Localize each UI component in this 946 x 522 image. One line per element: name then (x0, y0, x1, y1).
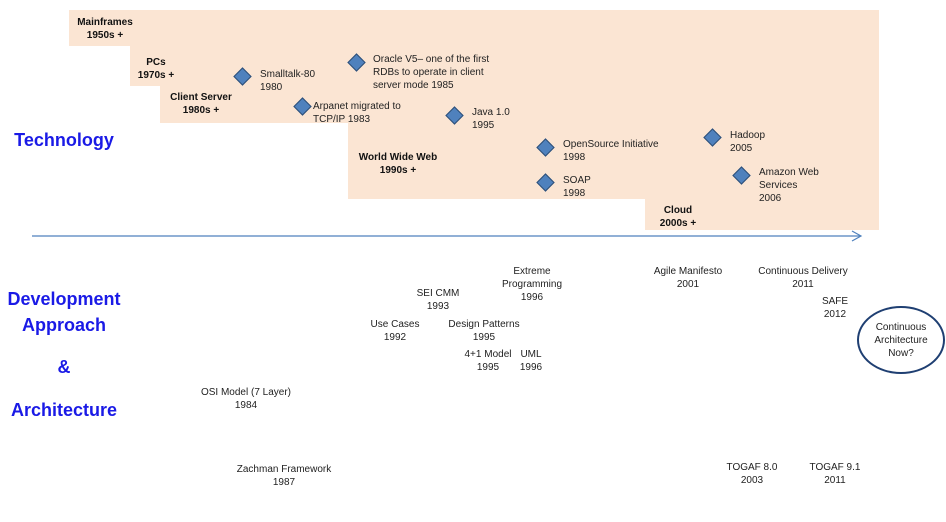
event-line: Smalltalk-80 (260, 69, 316, 80)
era-band-client-server (160, 86, 879, 123)
milestone-line: SEI CMM (416, 288, 460, 299)
callout-line: Now? (888, 347, 914, 359)
era-period: 1950s + (86, 30, 124, 41)
era-name: Cloud (663, 205, 693, 216)
milestone-use-cases: Use Cases 1992 (366, 318, 424, 344)
event-line: 1980 (260, 82, 283, 93)
approach-heading: Approach (21, 315, 106, 335)
milestone-line: Zachman Framework (236, 464, 332, 475)
milestone-togaf-8: TOGAF 8.0 2003 (720, 461, 784, 487)
callout-line: Continuous (875, 321, 927, 333)
milestone-line: 1996 (520, 292, 544, 303)
era-band-cloud (645, 199, 879, 230)
milestone-safe: SAFE 2012 (814, 295, 856, 321)
event-line: 1998 (563, 188, 586, 199)
event-line: TCP/IP 1983 (313, 114, 371, 125)
milestone-line: OSI Model (7 Layer) (200, 387, 292, 398)
tech-event-opensource: OpenSource Initiative 1998 (563, 138, 659, 164)
milestone-line: 4+1 Model (464, 349, 512, 360)
tech-event-hadoop: Hadoop 2005 (730, 129, 765, 155)
era-label-world-wide-web: World Wide Web 1990s + (352, 151, 444, 177)
era-band-mainframes (69, 10, 879, 46)
era-name: Mainframes (77, 17, 133, 28)
milestone-line: 1984 (234, 400, 258, 411)
event-line: 1995 (472, 120, 495, 131)
milestone-line: TOGAF 8.0 (726, 462, 778, 473)
tech-event-arpanet: Arpanet migrated to TCP/IP 1983 (313, 100, 401, 126)
development-heading: Development (7, 289, 121, 309)
event-line: 2006 (759, 193, 782, 204)
event-line: 2005 (730, 143, 753, 154)
milestone-design-patterns: Design Patterns 1995 (442, 318, 526, 344)
milestone-line: 1987 (272, 477, 296, 488)
milestone-line: 2012 (823, 309, 847, 320)
milestone-4plus1-model: 4+1 Model 1995 (459, 348, 517, 374)
milestone-line: Extreme (513, 266, 551, 277)
milestone-zachman-framework: Zachman Framework 1987 (224, 463, 344, 489)
ampersand-heading: & (57, 357, 71, 377)
milestone-line: 1996 (519, 362, 543, 373)
era-label-mainframes: Mainframes 1950s + (72, 16, 138, 42)
tech-event-oracle: Oracle V5– one of the first RDBs to oper… (373, 53, 489, 92)
milestone-togaf-9: TOGAF 9.1 2011 (803, 461, 867, 487)
callout-line: Architecture (874, 334, 928, 346)
era-name: World Wide Web (358, 152, 438, 163)
milestone-line: TOGAF 9.1 (809, 462, 861, 473)
event-line: server mode 1985 (373, 80, 454, 91)
milestone-line: 2001 (676, 279, 700, 290)
era-name: PCs (146, 57, 166, 68)
era-band-pcs (130, 46, 879, 86)
era-period: 1970s + (137, 70, 175, 81)
architecture-heading: Architecture (10, 400, 118, 420)
event-line: Oracle V5– one of the first (373, 54, 490, 65)
milestone-uml: UML 1996 (514, 348, 548, 374)
tech-event-soap: SOAP 1998 (563, 174, 591, 200)
milestone-line: 1995 (476, 362, 500, 373)
era-period: 2000s + (659, 218, 697, 229)
era-name: Client Server (170, 92, 232, 103)
continuous-architecture-callout: Continuous Architecture Now? (857, 306, 945, 374)
milestone-agile-manifesto: Agile Manifesto 2001 (643, 265, 733, 291)
event-line: OpenSource Initiative (563, 139, 659, 150)
milestone-line: 1995 (472, 332, 496, 343)
event-line: 1998 (563, 152, 586, 163)
event-line: RDBs to operate in client (373, 67, 484, 78)
milestone-line: 1993 (426, 301, 450, 312)
era-label-cloud: Cloud 2000s + (654, 204, 702, 230)
era-band-world-wide-web (348, 123, 879, 199)
milestone-line: 2003 (740, 475, 764, 486)
milestone-line: 1992 (383, 332, 407, 343)
milestone-extreme-programming: Extreme Programming 1996 (490, 265, 574, 304)
event-line: Hadoop (730, 130, 766, 141)
milestone-osi-model: OSI Model (7 Layer) 1984 (186, 386, 306, 412)
event-line: SOAP (563, 175, 591, 186)
milestone-line: 2011 (824, 475, 846, 486)
tech-event-smalltalk: Smalltalk-80 1980 (260, 68, 315, 94)
milestone-line: Agile Manifesto (653, 266, 723, 277)
milestone-line: Programming (501, 279, 563, 290)
era-label-client-server: Client Server 1980s + (164, 91, 238, 117)
technology-heading: Technology (14, 130, 114, 150)
milestone-sei-cmm: SEI CMM 1993 (408, 287, 468, 313)
milestone-line: SAFE (821, 296, 849, 307)
tech-event-aws: Amazon Web Services 2006 (759, 166, 819, 205)
milestone-line: UML (520, 349, 542, 360)
milestone-line: Continuous Delivery (758, 266, 848, 277)
event-line: Java 1.0 (472, 107, 510, 118)
event-line: Services (759, 180, 798, 191)
era-period: 1980s + (182, 105, 220, 116)
tech-event-java: Java 1.0 1995 (472, 106, 510, 132)
event-line: Amazon Web (759, 167, 819, 178)
milestone-line: Design Patterns (448, 319, 520, 330)
milestone-line: 2011 (792, 279, 814, 290)
milestone-line: Use Cases (370, 319, 420, 330)
era-label-pcs: PCs 1970s + (132, 56, 180, 82)
milestone-continuous-delivery: Continuous Delivery 2011 (750, 265, 856, 291)
event-line: Arpanet migrated to (313, 101, 401, 112)
era-period: 1990s + (379, 165, 417, 176)
